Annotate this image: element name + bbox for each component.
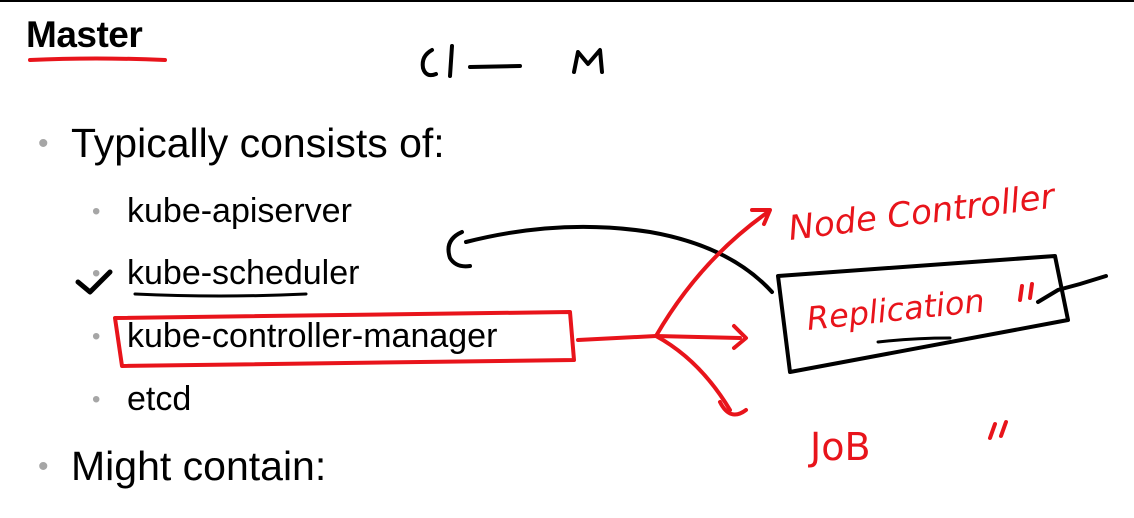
replication-label: Replication [805,282,987,338]
slide-title: Master [26,14,143,55]
bullet-text: Might contain: [71,443,327,489]
bullet-dot: • [38,449,49,483]
job-ditto-mark [988,420,1008,440]
controller-arrows [576,208,772,417]
bullet-dot: • [92,259,101,287]
title-underline-stroke [28,56,167,62]
svg-text:Node Controller: Node Controller [786,176,1058,249]
bullet-text: Typically consists of: [71,120,445,166]
bullet-text: kube-apiserver [127,192,352,230]
bullet-typically-consists: • Typically consists of: [38,120,445,167]
bullet-dot: • [92,385,101,413]
bullet-kube-scheduler: • kube-scheduler [92,254,359,293]
bullet-might-contain: • Might contain: [38,443,326,490]
scheduler-underline [133,292,308,298]
apiserver-connector [464,224,774,294]
replication-ditto-mark [1018,282,1034,302]
bullet-text: kube-controller-manager [127,317,498,355]
bullet-dot: • [92,197,101,225]
bullet-dot: • [38,126,49,160]
bullet-text: kube-scheduler [127,254,360,292]
svg-text:JoB: JoB [808,425,871,469]
apiserver-bracket [446,230,472,269]
job-label: JoB [808,425,871,469]
box-tick [1036,274,1108,304]
bullet-dot: • [92,322,101,350]
top-border-line [0,0,1134,2]
bullet-text: etcd [127,380,192,418]
svg-text:Replication: Replication [805,282,987,338]
bullet-kube-apiserver: • kube-apiserver [92,192,352,231]
replication-box [776,254,1070,374]
replication-underline [876,336,952,344]
cl-n-note [420,44,604,78]
node-controller-label: Node Controller [786,176,1058,249]
bullet-kube-controller-manager: • kube-controller-manager [92,317,497,356]
bullet-etcd: • etcd [92,380,191,419]
